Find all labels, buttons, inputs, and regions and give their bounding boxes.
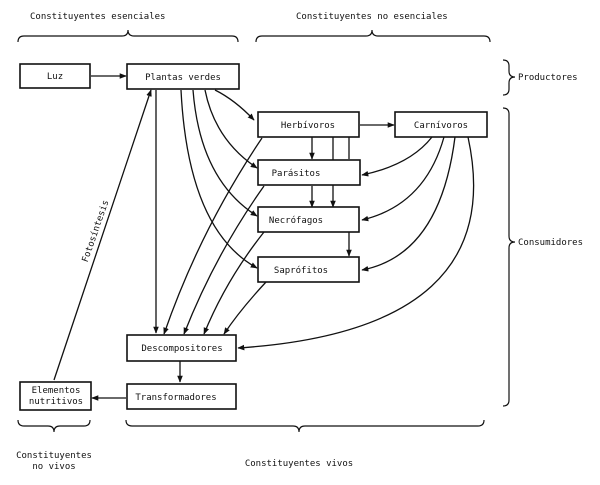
essential-group-label: Constituyentes esenciales bbox=[30, 12, 165, 22]
node-luz: Luz bbox=[19, 63, 91, 89]
node-luz-label: Luz bbox=[47, 72, 63, 82]
node-parasitos-box bbox=[257, 159, 361, 186]
text-line: nutritivos bbox=[29, 397, 83, 407]
diagram-edges bbox=[53, 73, 475, 401]
edge-plantas-necrofagos bbox=[192, 89, 258, 217]
node-parasitos-label: Parásitos bbox=[272, 169, 321, 179]
edge-plantas-herbivoros bbox=[214, 89, 255, 121]
node-parasitos: Parásitos bbox=[257, 159, 361, 186]
non-essential-group-label: Constituyentes no esenciales bbox=[296, 12, 448, 22]
node-herbivoros-label: Herbívoros bbox=[281, 121, 335, 131]
edge-parasitos-descompositores bbox=[183, 185, 265, 335]
text-line: no vivos bbox=[32, 462, 75, 472]
node-necrofagos-box bbox=[257, 206, 360, 233]
node-carnivoros: Carnívoros bbox=[394, 111, 488, 138]
producers-label: Productores bbox=[518, 73, 578, 83]
node-saprofitos: Saprófitos bbox=[257, 256, 360, 283]
node-carnivoros-label: Carnívoros bbox=[414, 121, 468, 131]
node-saprofitos-label: Saprófitos bbox=[274, 265, 328, 276]
edge-saprofitos-descompositores bbox=[223, 281, 267, 335]
consumers-brace bbox=[502, 107, 516, 407]
edge-plantas-parasitos bbox=[204, 89, 258, 169]
node-descomponedores-box bbox=[126, 334, 237, 362]
node-plantas: Plantas verdes bbox=[126, 63, 240, 90]
node-herbivoros: Herbívoros bbox=[257, 111, 360, 138]
node-necrofagos: Necrófagos bbox=[257, 206, 360, 233]
edge-carnivoros-saprofitos bbox=[361, 136, 456, 272]
essential-brace bbox=[17, 29, 239, 43]
node-plantas-box bbox=[126, 63, 240, 90]
edge-herbivoros-descompositores bbox=[163, 137, 263, 335]
text-line: Constituyentes bbox=[16, 451, 92, 461]
node-descomponedores: Descompositores bbox=[126, 334, 237, 362]
node-elementos-box bbox=[19, 381, 92, 411]
node-saprofitos-box bbox=[257, 256, 360, 283]
node-necrofagos-label: Necrófagos bbox=[269, 215, 323, 226]
producers-brace bbox=[502, 59, 516, 96]
non-living-brace bbox=[17, 419, 91, 433]
living-label: Constituyentes vivos bbox=[245, 459, 353, 469]
edge-carnivoros-parasitos bbox=[361, 136, 433, 177]
edge-necrofagos-descompositores bbox=[203, 231, 265, 335]
edge-plantas-saprofitos bbox=[180, 89, 258, 269]
edge-carnivoros-descompositores bbox=[237, 136, 475, 351]
node-transformadores-label: Transformadores bbox=[135, 393, 216, 403]
node-transformadores: Transformadores bbox=[126, 383, 237, 410]
node-herbivoros-box bbox=[257, 111, 360, 138]
node-transformadores-box bbox=[126, 383, 237, 410]
consumers-label: Consumidores bbox=[518, 238, 583, 248]
node-luz-box bbox=[19, 63, 91, 89]
text-line: Elementos bbox=[32, 386, 81, 396]
non-essential-brace bbox=[255, 29, 491, 43]
node-plantas-label: Plantas verdes bbox=[145, 73, 221, 83]
living-brace bbox=[125, 419, 485, 433]
edge-fotosintesis bbox=[53, 89, 152, 381]
node-descomponedores-label: Descompositores bbox=[141, 344, 222, 354]
node-carnivoros-box bbox=[394, 111, 488, 138]
edge-carnivoros-necrofagos bbox=[361, 136, 445, 222]
